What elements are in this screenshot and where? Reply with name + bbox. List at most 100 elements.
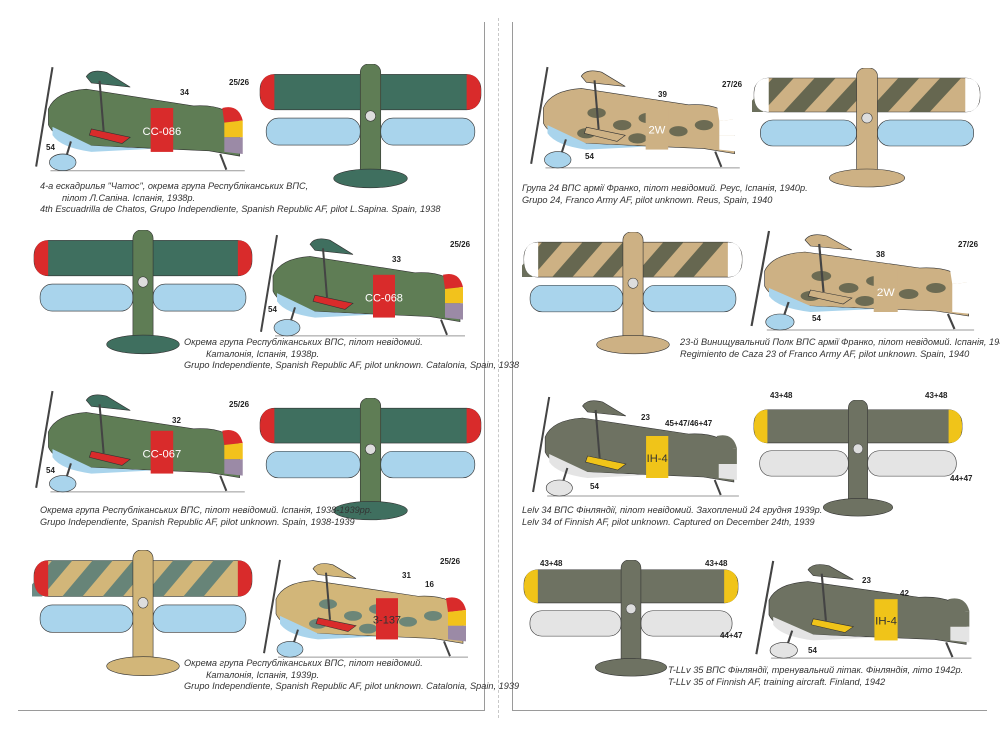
camo-patch xyxy=(926,283,946,293)
camo-stripe xyxy=(552,242,603,278)
fuselage-top xyxy=(359,398,382,517)
caption-line-ua: 4-а ескадрилья "Чатос", окрема група Рес… xyxy=(40,181,309,191)
fuselage-band xyxy=(373,274,395,318)
upper-wing xyxy=(312,563,357,579)
lower-wing-right xyxy=(152,283,247,312)
callout: 54 xyxy=(46,466,55,475)
rudder-stripe-3 xyxy=(952,298,972,314)
fuselage-band xyxy=(150,108,174,152)
wingtip-left xyxy=(34,240,49,276)
lower-wing xyxy=(583,126,626,142)
wingtip-right xyxy=(237,560,252,597)
callout: 25/26 xyxy=(450,240,471,249)
rudder-stripe-1 xyxy=(717,105,738,122)
fuselage-code: 2W xyxy=(648,124,665,136)
top-view-aircraft xyxy=(752,400,964,522)
fuselage-code: 2W xyxy=(877,287,895,298)
fuselage-band xyxy=(873,270,898,312)
lower-wing-left xyxy=(39,604,134,633)
callout: 43+48 xyxy=(925,391,948,400)
propeller xyxy=(530,66,549,164)
rudder-stripe-3 xyxy=(448,625,466,642)
tailplane xyxy=(595,658,667,677)
fuselage-code: IH-4 xyxy=(647,453,668,465)
top-view-aircraft xyxy=(32,550,254,682)
camo-patch xyxy=(898,289,919,299)
lower-wing-left xyxy=(39,283,134,312)
fuselage-underside xyxy=(773,616,877,641)
fuselage-underside xyxy=(547,125,648,150)
fuselage-band xyxy=(645,106,669,150)
fuselage-code: 3-137 xyxy=(373,615,401,627)
propeller xyxy=(750,230,771,327)
lower-wing xyxy=(585,455,627,471)
callout: 27/26 xyxy=(958,240,979,249)
fuselage-top xyxy=(132,230,154,350)
camo-patch xyxy=(838,283,859,293)
propeller xyxy=(755,560,775,655)
caption-line-ua: Каталонія, Іспанія, 1939р. xyxy=(206,669,320,680)
wingtip-right xyxy=(237,240,252,276)
callout: 42 xyxy=(900,589,909,598)
tailplane xyxy=(106,656,180,676)
rudder-stripe-2 xyxy=(718,448,737,464)
cockpit xyxy=(852,443,864,454)
caption-line-en: Grupo Independiente, Spanish Republic AF… xyxy=(184,360,520,370)
tail-skid xyxy=(440,319,448,336)
fuselage-underside xyxy=(277,293,375,318)
caption: Група 24 ВПС армії Франко, пілот невідом… xyxy=(522,183,808,206)
caption-line-en: Grupo 24, Franco Army AF, pilot unknown.… xyxy=(522,194,773,205)
caption-line-ua: Окрема група Республіканських ВПС, пілот… xyxy=(40,505,373,515)
wingtip-right xyxy=(466,74,481,110)
wing-strut xyxy=(820,573,827,621)
wheel-fairing xyxy=(769,642,798,659)
camo-patch xyxy=(612,120,632,131)
fuselage-top xyxy=(622,232,644,351)
callout: 54 xyxy=(268,305,277,314)
callout: 23 xyxy=(862,576,871,585)
side-view-aircraft: 3-137 xyxy=(258,555,478,663)
lower-wing-right xyxy=(380,450,476,479)
caption-line-ua: T-LLv 35 ВПС Фінляндії, тренувальний літ… xyxy=(668,665,964,675)
lower-wing xyxy=(88,450,131,466)
cockpit xyxy=(625,603,637,614)
camo-patch xyxy=(855,296,875,306)
callout: 54 xyxy=(808,646,817,655)
tailplane xyxy=(106,334,180,355)
top-view-aircraft xyxy=(752,68,982,193)
page-gutter xyxy=(498,18,499,718)
caption: Окрема група Республіканських ВПС, пілот… xyxy=(184,658,519,693)
camo-stripe xyxy=(867,78,920,112)
caption: Окрема група Республіканських ВПС, пілот… xyxy=(184,337,519,372)
rudder-stripe-3 xyxy=(224,459,243,476)
caption-line-ua: Каталонія, Іспанія, 1938р. xyxy=(206,348,320,359)
tail-skid xyxy=(219,475,228,492)
fuselage-top xyxy=(848,400,868,513)
camo-stripe xyxy=(783,78,836,112)
caption-line-en: T-LLv 35 of Finnish AF, training aircraf… xyxy=(668,676,886,687)
propeller xyxy=(35,390,54,488)
lower-wing-left xyxy=(759,450,849,477)
caption-line-en: 4th Escuadrilla de Chatos, Grupo Indepen… xyxy=(40,204,441,214)
wingtip-right xyxy=(466,408,481,444)
top-view-aircraft xyxy=(32,230,254,360)
camo-patch xyxy=(628,133,647,144)
top-view-aircraft xyxy=(258,64,483,194)
caption-line-ua: Група 24 ВПС армії Франко, пілот невідом… xyxy=(522,183,808,193)
top-view-aircraft xyxy=(522,232,744,360)
fuselage-code: IH-4 xyxy=(875,616,897,628)
wing-strut xyxy=(325,572,331,620)
fuselage-top xyxy=(132,550,154,672)
left-page xyxy=(18,22,485,711)
camo-patch xyxy=(344,610,362,621)
lower-wing-left xyxy=(529,610,622,637)
camo-stripe xyxy=(62,560,113,597)
fuselage-underside xyxy=(769,288,876,312)
tail-skid xyxy=(443,641,451,657)
caption: 23-й Винищувальний Полк ВПС армії Франко… xyxy=(680,337,1000,360)
upper-wing xyxy=(309,238,354,255)
upper-wing xyxy=(807,564,854,580)
callout: 27/26 xyxy=(722,80,743,89)
lower-wing-left xyxy=(529,284,624,313)
fuselage-band xyxy=(646,436,669,478)
